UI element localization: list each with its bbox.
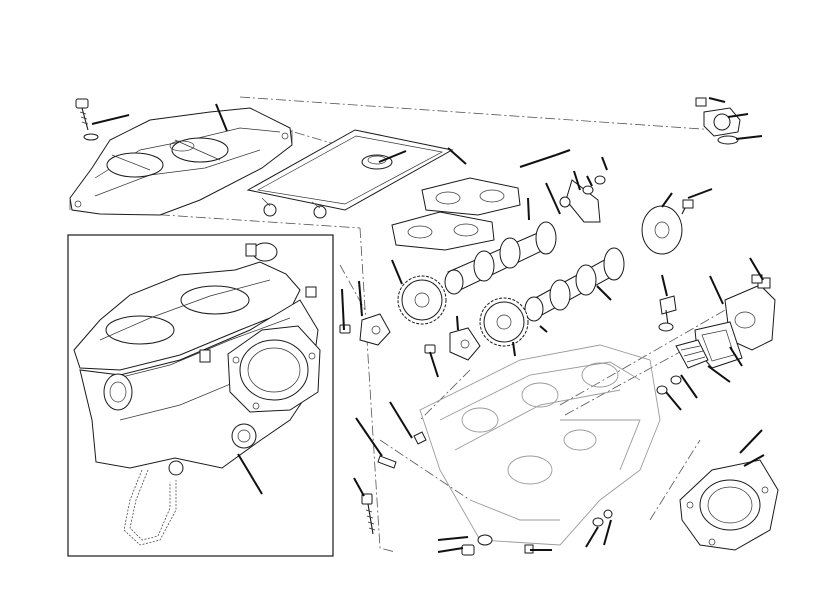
fasteners	[339, 175, 763, 556]
head-stud	[361, 493, 376, 535]
cam-cap-upper	[391, 177, 521, 251]
intake-flange	[679, 459, 779, 551]
camshaft-exhaust	[444, 221, 557, 295]
sensor-plug	[695, 97, 741, 145]
cover-bolt	[75, 98, 99, 141]
cam-thrust-plate	[359, 313, 481, 361]
thermostat-housing	[724, 277, 776, 351]
callout-leaders	[91, 97, 765, 553]
cylinder-head	[419, 344, 661, 546]
cam-variator	[565, 179, 683, 255]
locating-dowel	[377, 431, 427, 469]
cam-sprocket-upper	[397, 275, 447, 325]
cam-sprocket-lower	[479, 297, 529, 347]
spark-plug-seal	[361, 154, 393, 170]
cover-gasket	[246, 129, 454, 219]
assembled-head-inset	[67, 234, 334, 557]
filter-screen	[675, 339, 709, 369]
camshaft-intake	[524, 247, 625, 322]
valve-cover	[69, 107, 293, 216]
